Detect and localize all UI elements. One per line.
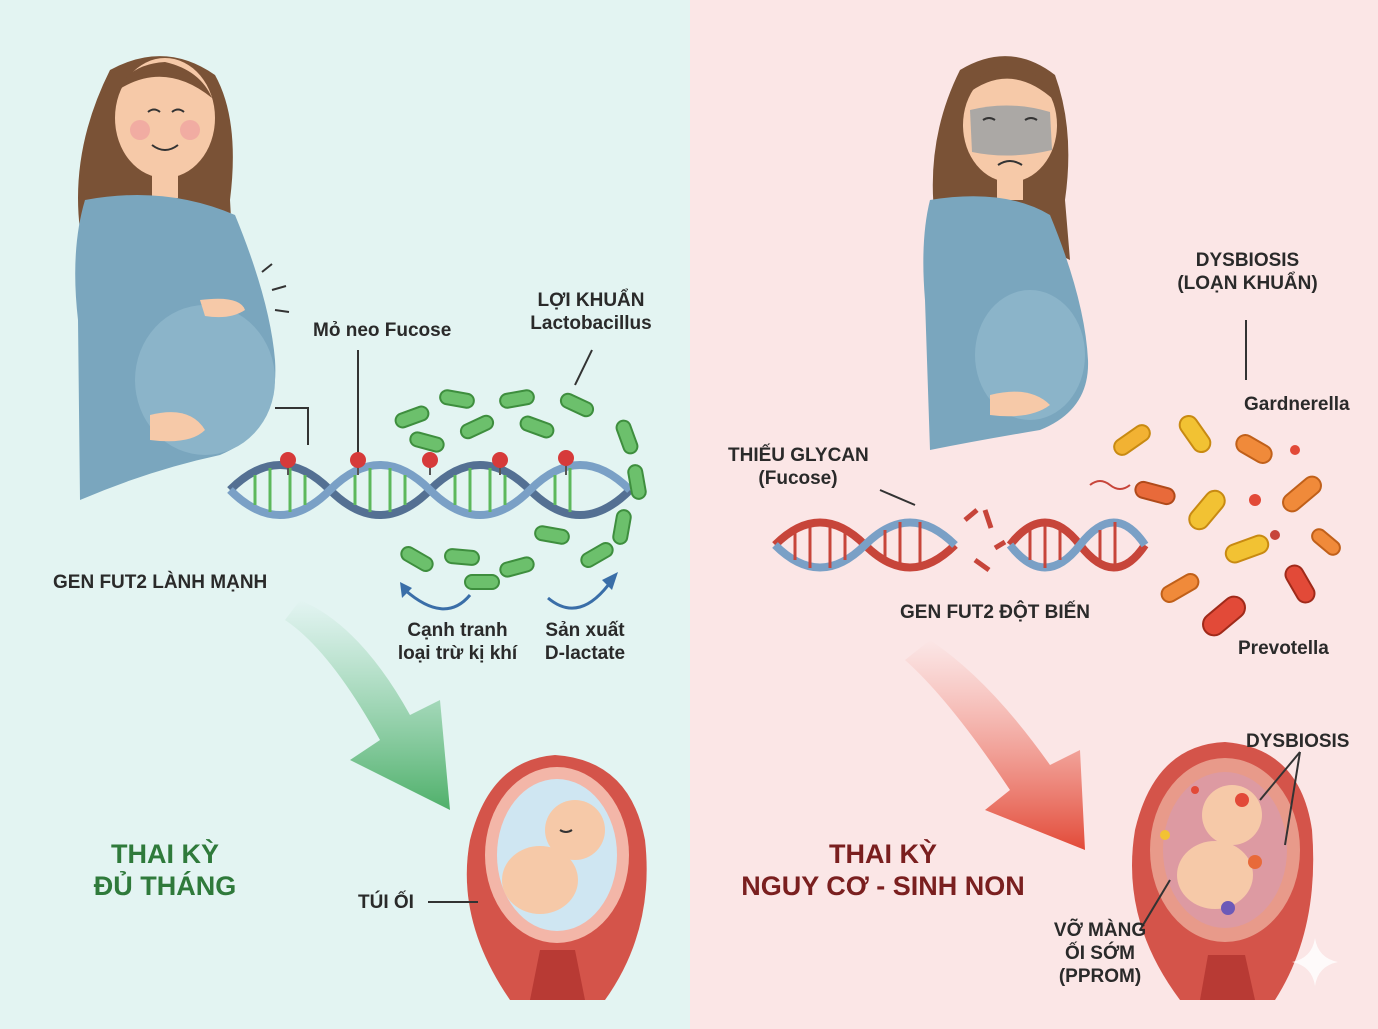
label-glycan-line1: THIẾU GLYCAN [728,445,869,466]
lactobacillus-bacteria-icons [394,389,647,590]
label-pprom-line1: VỠ MÀNG [1053,920,1147,941]
healthy-outcome-arrow-icon [285,600,450,810]
label-beneficial-bacteria: LỢI KHUẨN Lactobacillus [516,290,666,336]
label-d-lactate: Sản xuất D-lactate [530,620,640,666]
label-dysbiosis: DYSBIOSIS (LOẠN KHUẨN) [1160,250,1335,296]
womb-dysbiosis-pointer [1259,751,1301,801]
risk-outcome-line2: NGUY CƠ - SINH NON [741,871,1025,902]
label-beneficial-bacteria-line1: LỢI KHUẨN [537,290,645,311]
label-prevotella: Prevotella [1238,638,1329,659]
glycan-pointer-line [879,489,916,506]
risk-outcome-arrow-icon [905,640,1085,850]
womb-dysbiosis-pointer [1284,751,1301,846]
label-healthy-gene: GEN FUT2 LÀNH MẠNH [53,572,268,593]
label-produce-line2: D-lactate [544,642,626,664]
label-glycan-line2: (Fucose) [758,467,838,489]
label-glycan-deficiency: THIẾU GLYCAN (Fucose) [728,445,869,491]
risk-womb-baby [1132,742,1314,1000]
label-pprom-line3: (PPROM) [1058,965,1142,987]
distressed-pregnant-woman [923,56,1089,450]
curved-arrow-icon [404,588,472,611]
healthy-pregnant-woman [75,56,290,500]
label-compete-line1: Cạnh tranh [407,620,508,641]
label-fucose-anchor: Mỏ neo Fucose [313,320,452,341]
pathogen-bacteria-icons [1089,414,1341,637]
sparkle-icon [1292,938,1338,986]
healthy-womb-baby [466,755,647,1000]
label-pprom-line2: ỐI SỚM [1064,942,1136,964]
connector-line [275,407,309,445]
healthy-outcome-line1: THAI KỲ [111,839,219,869]
label-womb-dysbiosis: DYSBIOSIS [1246,731,1350,752]
label-produce-line1: Sản xuất [545,620,625,641]
pprom-pointer-line [1139,879,1171,931]
fucose-anchor-icons [280,450,574,475]
healthy-dna-helix [227,450,633,519]
label-competitive-exclusion: Cạnh tranh loại trừ kị khí [380,620,535,666]
label-pprom: VỠ MÀNG ỐI SỚM (PPROM) [1035,920,1165,988]
curved-arrow-icon [547,579,614,610]
label-compete-line2: loại trừ kị khí [397,642,518,664]
label-mutated-gene: GEN FUT2 ĐỘT BIẾN [900,602,1091,623]
healthy-outcome-line2: ĐỦ THÁNG [93,871,237,902]
label-gardnerella: Gardnerella [1244,394,1350,415]
risk-outcome-title: THAI KỲ NGUY CƠ - SINH NON [728,838,1038,903]
label-amniotic-sac: TÚI ỐI [358,892,414,913]
label-beneficial-bacteria-line2: Lactobacillus [530,312,652,334]
bacteria-pointer-line [574,349,593,386]
label-dysbiosis-line1: DYSBIOSIS [1195,250,1300,271]
label-dysbiosis-line2: (LOẠN KHUẨN) [1177,272,1318,294]
healthy-outcome-title: THAI KỲ ĐỦ THÁNG [80,838,250,903]
risk-outcome-line1: THAI KỲ [829,839,937,869]
mutated-dna-helix [772,508,1149,573]
